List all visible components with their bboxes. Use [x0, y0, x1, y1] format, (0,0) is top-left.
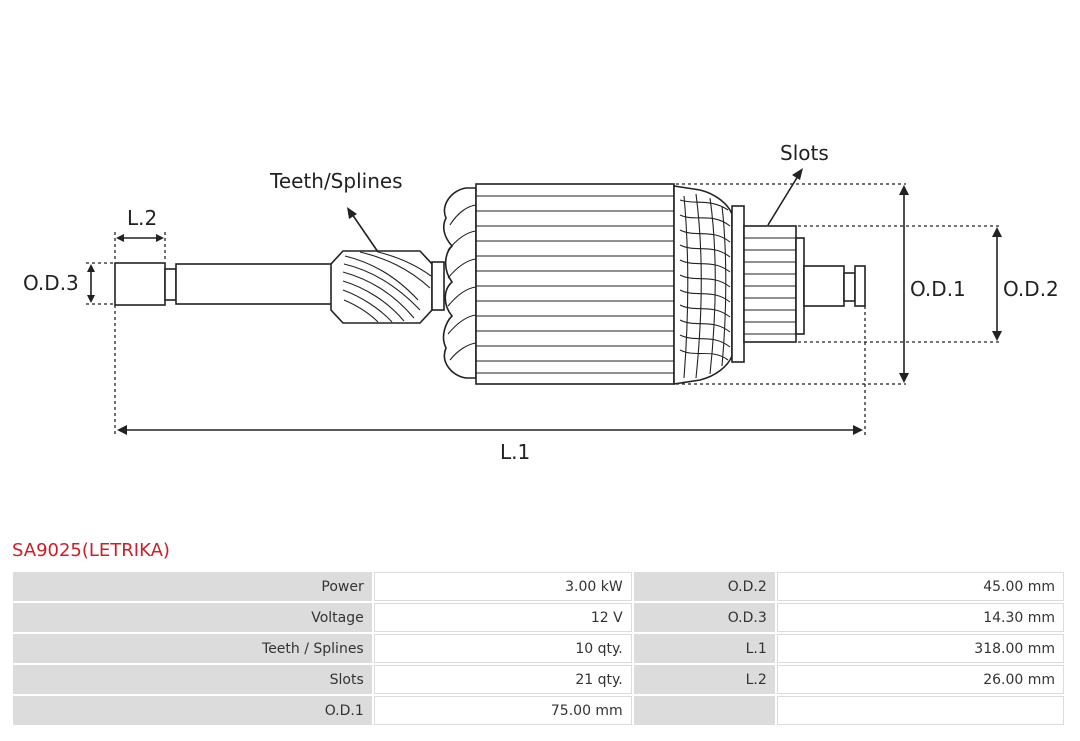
commutator: [743, 225, 797, 343]
spec-label: L.1: [633, 634, 775, 663]
label-l1: L.1: [500, 440, 530, 464]
product-title: SA9025(LETRIKA): [12, 540, 170, 561]
pinion-gear: [330, 250, 445, 324]
right-shaft: [803, 265, 845, 307]
shaft-groove: [164, 268, 177, 301]
table-row: Voltage 12 V O.D.3 14.30 mm: [13, 603, 1064, 632]
spec-label: L.2: [633, 665, 775, 694]
shaft-collar: [795, 237, 805, 335]
shaft: [175, 263, 334, 305]
spec-label: Power: [13, 572, 372, 601]
spec-value-empty: [776, 696, 1064, 725]
spec-value: 21 qty.: [373, 665, 632, 694]
table-row: Slots 21 qty. L.2 26.00 mm: [13, 665, 1064, 694]
label-l2: L.2: [127, 206, 157, 230]
specs-table: Power 3.00 kW O.D.2 45.00 mm Voltage 12 …: [11, 570, 1066, 727]
label-od3: O.D.3: [23, 271, 79, 295]
label-teeth-splines: Teeth/Splines: [269, 169, 403, 193]
right-shaft-step: [843, 272, 856, 302]
commutator-ring: [731, 205, 745, 363]
spec-label: Teeth / Splines: [13, 634, 372, 663]
spec-value: 26.00 mm: [776, 665, 1064, 694]
dimension-l1: [114, 305, 866, 436]
right-shaft-end: [854, 265, 866, 307]
spec-label: Slots: [13, 665, 372, 694]
spec-value: 14.30 mm: [776, 603, 1064, 632]
spec-label: Voltage: [13, 603, 372, 632]
spec-value: 3.00 kW: [373, 572, 632, 601]
spec-value: 45.00 mm: [776, 572, 1064, 601]
spec-value: 318.00 mm: [776, 634, 1064, 663]
spec-label: O.D.3: [633, 603, 775, 632]
spec-value: 75.00 mm: [373, 696, 632, 725]
spec-value: 10 qty.: [373, 634, 632, 663]
callout-teeth-splines: [347, 207, 379, 253]
spec-label-empty: [633, 696, 775, 725]
table-row: Power 3.00 kW O.D.2 45.00 mm: [13, 572, 1064, 601]
dimension-l2: [114, 232, 166, 262]
dimension-od1: [676, 183, 909, 385]
table-row: Teeth / Splines 10 qty. L.1 318.00 mm: [13, 634, 1064, 663]
dimension-od3: [86, 262, 114, 305]
label-od2: O.D.2: [1003, 277, 1059, 301]
spec-value: 12 V: [373, 603, 632, 632]
winding-lugs-left: [442, 187, 477, 379]
spec-label: O.D.2: [633, 572, 775, 601]
dimension-od2: [798, 225, 1002, 343]
table-row: O.D.1 75.00 mm: [13, 696, 1064, 725]
armature-diagram: L.2 O.D.3 L.1 O.D.1 O.D.2 Teet: [23, 141, 1059, 464]
armature-core: [475, 183, 675, 385]
shaft-end: [114, 262, 166, 306]
label-od1: O.D.1: [910, 277, 966, 301]
label-slots: Slots: [780, 141, 829, 165]
spec-label: O.D.1: [13, 696, 372, 725]
callout-slots: [767, 168, 803, 226]
winding-head: [673, 185, 733, 385]
